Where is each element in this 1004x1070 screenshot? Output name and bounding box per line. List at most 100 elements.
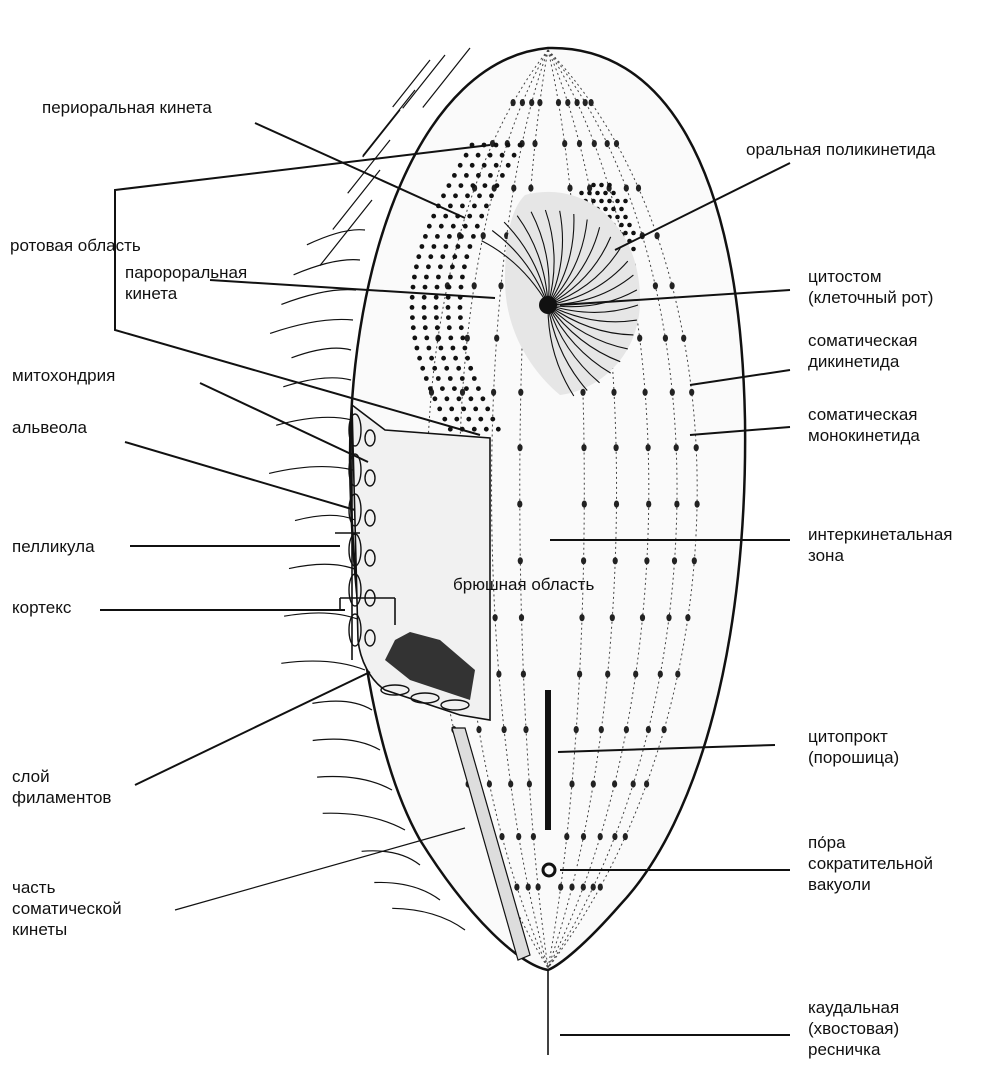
basal-body xyxy=(574,726,579,733)
perioral-dot xyxy=(464,254,469,259)
basal-body xyxy=(598,884,603,891)
cytostome-mark xyxy=(539,296,557,314)
cilium xyxy=(363,90,415,156)
polykinetid-dot xyxy=(587,191,592,196)
label-oral-polykinetid: оральная поликинетида xyxy=(746,139,935,160)
perioral-dot xyxy=(500,173,505,178)
label-cytoproct: цитопрокт(порошица) xyxy=(808,726,899,768)
polykinetid-dot xyxy=(615,215,620,220)
basal-body xyxy=(575,99,580,106)
basal-body xyxy=(624,726,629,733)
perioral-dot xyxy=(451,224,456,229)
perioral-dot xyxy=(469,396,474,401)
perioral-dot xyxy=(479,214,484,219)
perioral-dot xyxy=(460,204,465,209)
polykinetid-dot xyxy=(631,247,636,252)
basal-body xyxy=(520,99,525,106)
basal-body xyxy=(612,833,617,840)
perioral-dot xyxy=(452,386,457,391)
perioral-dot xyxy=(444,244,449,249)
polykinetid-dot xyxy=(579,191,584,196)
perioral-dot xyxy=(420,244,425,249)
perioral-dot xyxy=(470,163,475,168)
perioral-dot xyxy=(488,153,493,158)
basal-body xyxy=(536,884,541,891)
basal-body xyxy=(581,884,586,891)
perioral-dot xyxy=(471,234,476,239)
polykinetid-dot xyxy=(611,191,616,196)
label-filament-layer: слойфиламентов xyxy=(12,766,111,808)
basal-body xyxy=(526,884,531,891)
basal-body xyxy=(583,99,588,106)
perioral-dot xyxy=(424,336,429,341)
perioral-dot xyxy=(472,427,477,432)
perioral-dot xyxy=(490,417,495,422)
perioral-dot xyxy=(484,427,489,432)
perioral-dot xyxy=(422,305,427,310)
basal-body xyxy=(614,140,619,147)
perioral-dot xyxy=(461,407,466,412)
perioral-dot xyxy=(441,356,446,361)
label-cytostome: цитостом(клеточный рот) xyxy=(808,266,933,308)
cytoproct-mark xyxy=(545,690,551,830)
basal-body xyxy=(511,185,516,192)
perioral-dot xyxy=(436,336,441,341)
basal-body xyxy=(605,671,610,678)
basal-body xyxy=(519,614,524,621)
perioral-dot xyxy=(423,285,428,290)
perioral-dot xyxy=(427,346,432,351)
basal-body xyxy=(565,99,570,106)
polykinetid-dot xyxy=(611,207,616,212)
basal-body xyxy=(564,833,569,840)
perioral-dot xyxy=(433,396,438,401)
perioral-dot xyxy=(488,173,493,178)
basal-body xyxy=(646,726,651,733)
perioral-dot xyxy=(435,285,440,290)
polykinetid-dot xyxy=(623,199,628,204)
perioral-dot xyxy=(414,264,419,269)
basal-body xyxy=(531,833,536,840)
cilium xyxy=(317,776,392,790)
basal-body xyxy=(605,140,610,147)
basal-body xyxy=(487,780,492,787)
perioral-dot xyxy=(494,143,499,148)
perioral-dot xyxy=(423,325,428,330)
perioral-dot xyxy=(439,346,444,351)
perioral-dot xyxy=(463,224,468,229)
cilium xyxy=(289,564,357,570)
basal-body xyxy=(537,99,542,106)
perioral-dot xyxy=(436,376,441,381)
basal-body xyxy=(569,780,574,787)
perioral-dot xyxy=(411,285,416,290)
perioral-dot xyxy=(440,386,445,391)
cilium xyxy=(270,319,353,333)
polykinetid-dot xyxy=(615,199,620,204)
basal-body xyxy=(646,501,651,508)
basal-body xyxy=(580,389,585,396)
perioral-dot xyxy=(424,376,429,381)
basal-body xyxy=(502,726,507,733)
basal-body xyxy=(581,833,586,840)
perioral-dot xyxy=(410,295,415,300)
label-alveola: альвеола xyxy=(12,417,87,438)
perioral-dot xyxy=(459,183,464,188)
perioral-dot xyxy=(460,376,465,381)
basal-body xyxy=(640,614,645,621)
perioral-dot xyxy=(494,163,499,168)
basal-body xyxy=(692,557,697,564)
perioral-dot xyxy=(472,376,477,381)
polykinetid-dot xyxy=(603,191,608,196)
perioral-dot xyxy=(506,163,511,168)
perioral-dot xyxy=(447,183,452,188)
perioral-dot xyxy=(439,224,444,229)
perioral-dot xyxy=(484,204,489,209)
basal-body xyxy=(476,726,481,733)
perioral-dot xyxy=(485,407,490,412)
basal-body xyxy=(614,444,619,451)
perioral-dot xyxy=(435,325,440,330)
cilium xyxy=(323,813,405,830)
perioral-dot xyxy=(462,264,467,269)
perioral-dot xyxy=(412,336,417,341)
perioral-dot xyxy=(481,396,486,401)
basal-body xyxy=(558,884,563,891)
